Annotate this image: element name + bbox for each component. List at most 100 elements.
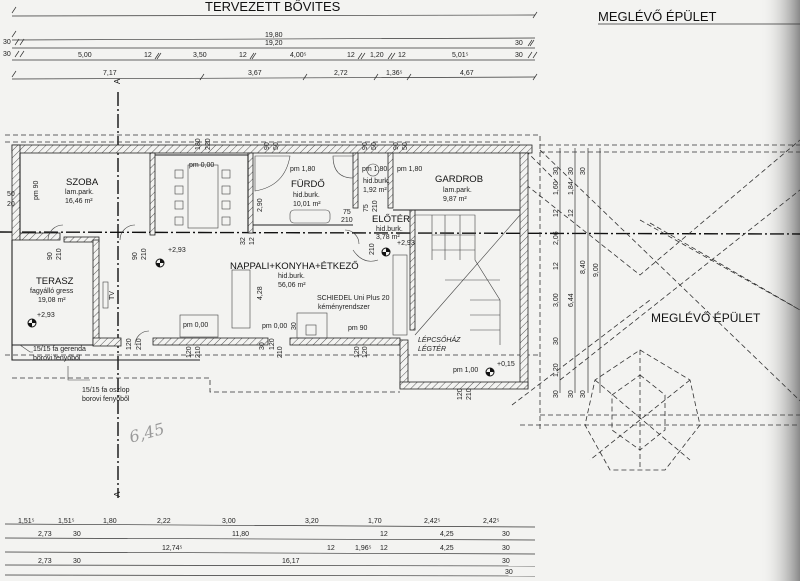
elevation-label: +0,15 [497, 361, 515, 368]
dim-label: 3,20 [305, 518, 319, 525]
dim-label: 12 [327, 545, 335, 552]
staircase [414, 214, 521, 345]
opening-dim-label: 75 [343, 209, 351, 216]
dim-label: 12 [380, 545, 388, 552]
room-nappali: NAPPALI+KONYHA+ÉTKEZŐ hid.burk. 56,06 m² [230, 261, 359, 289]
opening-dim-label: 210 [341, 217, 353, 224]
top-dimensions: 19,80 30 19,20 30 30 5,00 12 3,50 12 4,0… [3, 6, 538, 81]
walls [11, 144, 533, 390]
dim-label: 1,51⁵ [58, 518, 75, 525]
dining-table [174, 164, 231, 229]
opening-dim-label: 220 [205, 138, 212, 150]
center-axis-line [0, 231, 800, 235]
opening-dim-label: 12 [249, 237, 256, 245]
dim-label: 4,00⁵ [290, 52, 307, 59]
dim-label: 3,67 [248, 70, 262, 77]
dim-label: 30 [553, 390, 560, 398]
dim-label: 30 [515, 40, 523, 47]
dim-label: 30 [515, 52, 523, 59]
opening-dim-label: 120 [354, 346, 361, 358]
level-label: pm 0,00 [189, 162, 214, 169]
dim-label: 1,20 [553, 363, 560, 377]
room-gardrob: pm 1,80 GARDROB lam.park. 9,87 m² [397, 166, 483, 203]
level-label: pm 90 [348, 325, 368, 332]
opening-dim-label: 210 [369, 243, 376, 255]
room-area: 16,46 m² [65, 198, 93, 205]
sink-icon [289, 209, 331, 224]
elevation-marker-icon [155, 258, 165, 268]
room-eloter: ELŐTÉR hid.burk. 3,78 m² [372, 214, 410, 241]
annotations: pm 0,00 pm 0,00 pm 0,00 pm 90 pm 90 SCHI… [19, 162, 515, 447]
dim-label: 1,36⁵ [386, 70, 403, 77]
dim-label: 11,80 [232, 531, 249, 538]
scan-shadow [760, 0, 800, 581]
dim-label: 2,73 [38, 531, 52, 538]
dim-label: 30 [502, 545, 510, 552]
dim-label: 12,74⁵ [162, 545, 183, 552]
dim-label: 12 [144, 52, 152, 59]
level-label: pm 0,00 [262, 323, 287, 330]
opening-dim-label: 120 [186, 346, 193, 358]
opening-dim-label: 210 [141, 248, 148, 260]
dim-label: 9,00 [593, 263, 600, 277]
opening-dim-label: 210 [372, 200, 379, 212]
dim-label: 2,22 [157, 518, 171, 525]
room-level: pm 1,80 [362, 166, 387, 173]
dim-label: 4,25 [440, 531, 454, 538]
dim-label: 30 [553, 337, 560, 345]
dim-label: 19,20 [265, 40, 283, 47]
dim-label: 2,42⁵ [424, 518, 441, 525]
dim-label: 30 [3, 39, 11, 46]
room-floor: hid.burk. [278, 273, 305, 280]
room-level: pm 1,80 [290, 166, 315, 173]
chimney-label: kéményrendszer [318, 304, 370, 311]
dim-label: 30 [505, 569, 513, 576]
room-area: 56,06 m² [278, 282, 306, 289]
opening-dim-label: 210 [56, 248, 63, 260]
dim-label: 30 [3, 51, 11, 58]
opening-dim-label: 210 [195, 346, 202, 358]
level-label: pm 0,00 [183, 322, 208, 329]
opening-dim-label: 210 [277, 346, 284, 358]
room-area: 3,78 m² [376, 234, 400, 241]
room-wc: pm 1,80 hid.burk. 1,92 m² [362, 166, 390, 194]
dim-label: 8,40 [580, 260, 587, 274]
room-area: 9,87 m² [443, 196, 467, 203]
dim-label: 1,80 [103, 518, 117, 525]
room-szoba: SZOBA lam.park. 16,46 m² [65, 177, 99, 205]
dim-label: 3,00 [553, 293, 560, 307]
opening-dim-label: 90 [362, 142, 369, 150]
kitchen-counter [392, 254, 408, 336]
opening-dim-label: 30 [259, 342, 266, 350]
armchair [179, 314, 219, 338]
height-label: 2,90 [257, 198, 264, 212]
room-name: NAPPALI+KONYHA+ÉTKEZŐ [230, 261, 359, 272]
dim-label: 19,80 [265, 32, 283, 39]
room-floor: hid.burk. [376, 226, 403, 233]
dim-label: 1,96⁵ [355, 545, 372, 552]
chimney [296, 312, 328, 339]
room-floor: hid.burk. [363, 178, 390, 185]
right-dimensions: 301,60122,06123,00301,2030301,84126,4430… [553, 148, 601, 398]
handwritten-note: 6,45 [127, 419, 166, 447]
room-name: ELŐTÉR [372, 214, 410, 225]
opening-dim-label: 50 [273, 142, 280, 150]
room-area: 10,01 m² [293, 201, 321, 208]
opening-dim-label: 210 [136, 338, 143, 350]
opening-dim-label: 32 [240, 237, 247, 245]
dim-label: 16,17 [282, 558, 300, 565]
shower-icon [332, 155, 354, 179]
dim-label: 12 [398, 52, 406, 59]
beam-label: 15/15 fa gerenda [33, 346, 86, 353]
dim-label: 3,50 [193, 52, 207, 59]
dim-label: 5,01⁵ [452, 52, 469, 59]
room-furdo: pm 1,80 FÜRDŐ hid.burk. 10,01 m² [290, 166, 325, 208]
toilet-icon [366, 163, 380, 177]
dim-label: 30 [502, 531, 510, 538]
beam-label: borovi fenyőből [33, 355, 81, 362]
room-floor: lam.park. [65, 189, 94, 196]
opening-dim-label: 180 [195, 138, 202, 150]
room-name: LÉPCSŐHÁZ [418, 335, 461, 344]
